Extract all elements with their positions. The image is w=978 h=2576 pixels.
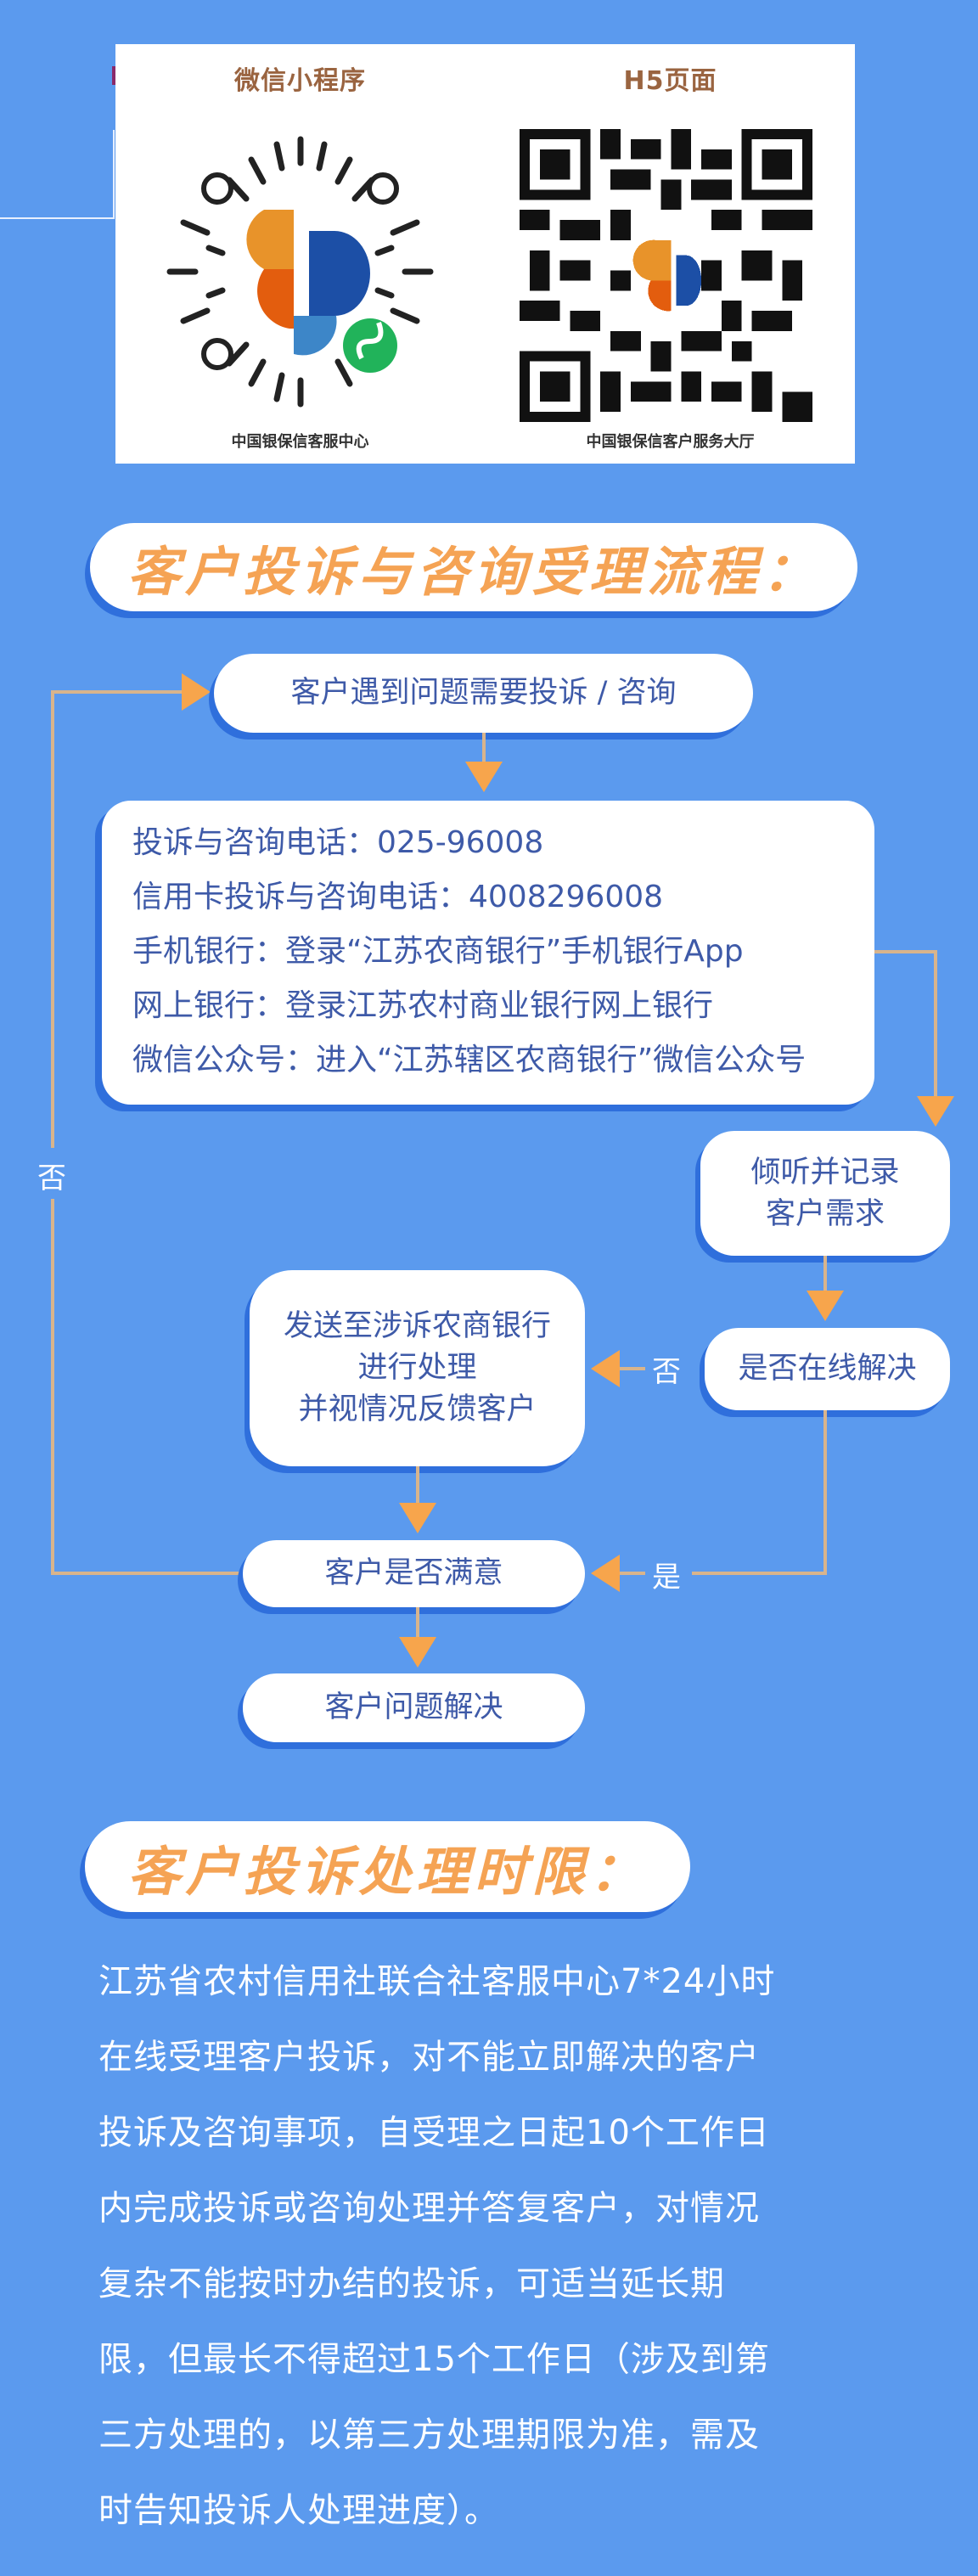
wechat-mini-program-code-icon[interactable] (158, 129, 442, 413)
forward-node-line: 进行处理 (357, 1351, 477, 1385)
forward-node-line: 发送至涉诉农商银行 (283, 1309, 551, 1343)
process-title-banner: 客户投诉与咨询受理流程： (90, 523, 857, 611)
qr-code-card: 微信小程序 中国银保 (115, 44, 855, 464)
online-resolve-decision: 是否在线解决 (705, 1328, 950, 1410)
h5-page-title: H5页面 (623, 66, 717, 96)
qr-code-icon[interactable] (520, 129, 812, 422)
forward-to-bank-node: 发送至涉诉农商银行 进行处理 并视情况反馈客户 (250, 1270, 585, 1466)
satisfaction-text: 客户是否满意 (324, 1556, 503, 1590)
arrow-down-icon (807, 1291, 844, 1321)
contact-credit-card-phone: 信用卡投诉与咨询电话：4008296008 (132, 880, 664, 914)
connector (611, 1367, 645, 1370)
connector (416, 1607, 419, 1641)
mini-program-title: 微信小程序 (234, 66, 366, 96)
mini-program-panel: 微信小程序 中国银保 (115, 44, 485, 464)
online-resolve-text: 是否在线解决 (738, 1352, 917, 1386)
connector (934, 950, 937, 1103)
paragraph-line: 限，但最长不得超过15个工作日（涉及到第 (98, 2340, 770, 2379)
time-limit-paragraph: 江苏省农村信用社联合社客服中心7*24小时 在线受理客户投诉，对不能立即解决的客… (98, 1944, 888, 2549)
paragraph-line: 江苏省农村信用社联合社客服中心7*24小时 (98, 1962, 776, 2001)
satisfaction-decision: 客户是否满意 (243, 1540, 585, 1607)
arrow-right-icon (182, 673, 211, 711)
no-label-online: 否 (652, 1355, 681, 1389)
paragraph-line: 投诉及咨询事项，自受理之日起10个工作日 (98, 2113, 770, 2152)
contact-wechat-account: 微信公众号：进入“江苏辖区农商银行”微信公众号 (132, 1043, 807, 1077)
listen-node-line: 客户需求 (765, 1196, 885, 1231)
arrow-left-icon (591, 1555, 620, 1592)
yes-label-online: 是 (652, 1561, 681, 1595)
arrow-down-icon (399, 1637, 436, 1668)
paragraph-line: 时告知投诉人处理进度）。 (98, 2491, 499, 2530)
arrow-down-icon (917, 1096, 954, 1127)
paragraph-line: 复杂不能按时办结的投诉，可适当延长期 (98, 2264, 725, 2303)
label-gap (42, 1148, 65, 1199)
forward-node-line: 并视情况反馈客户 (298, 1392, 537, 1426)
paragraph-line: 内完成投诉或咨询处理并答复客户，对情况 (98, 2189, 760, 2228)
loop-back-connector (51, 690, 54, 1573)
connector (620, 1572, 645, 1575)
no-label-left: 否 (37, 1161, 66, 1195)
resolved-node: 客户问题解决 (243, 1673, 585, 1742)
process-title: 客户投诉与咨询受理流程： (126, 541, 820, 603)
connector (823, 1410, 827, 1575)
contact-phone: 投诉与咨询电话：025-96008 (132, 825, 544, 860)
time-limit-title-banner: 客户投诉处理时限： (85, 1821, 690, 1912)
paragraph-line: 三方处理的，以第三方处理期限为准，需及 (98, 2416, 760, 2455)
connector (416, 1466, 419, 1507)
arrow-down-icon (399, 1503, 436, 1533)
arrow-down-icon (465, 762, 503, 792)
h5-page-panel: H5页面 中国银保信客户服务大厅 (486, 44, 855, 464)
connector (482, 733, 486, 767)
mini-program-caption: 中国银保信客服中心 (231, 433, 369, 451)
contact-mobile-banking: 手机银行：登录“江苏农商银行”手机银行App (132, 934, 744, 969)
paragraph-line: 在线受理客户投诉，对不能立即解决的客户 (98, 2038, 760, 2077)
listen-node-line: 倾听并记录 (750, 1155, 900, 1190)
resolved-text: 客户问题解决 (324, 1690, 503, 1724)
decorative-line (0, 217, 115, 219)
h5-page-caption: 中国银保信客户服务大厅 (586, 433, 755, 451)
loop-back-connector (51, 690, 187, 694)
loop-back-connector (51, 1572, 246, 1575)
arrow-left-icon (591, 1350, 620, 1387)
start-node-text: 客户遇到问题需要投诉 / 咨询 (290, 676, 677, 710)
connector (692, 1572, 827, 1575)
contact-online-banking: 网上银行：登录江苏农村商业银行网上银行 (132, 988, 714, 1023)
listen-record-node: 倾听并记录 客户需求 (700, 1131, 950, 1256)
start-node: 客户遇到问题需要投诉 / 咨询 (214, 654, 753, 733)
contact-channels-box: 投诉与咨询电话：025-96008 信用卡投诉与咨询电话：4008296008 … (102, 801, 874, 1105)
decorative-mark (112, 66, 115, 85)
time-limit-title: 客户投诉处理时限： (127, 1840, 648, 1903)
connector (823, 1256, 827, 1298)
decorative-line (113, 130, 115, 218)
connector (874, 950, 937, 953)
